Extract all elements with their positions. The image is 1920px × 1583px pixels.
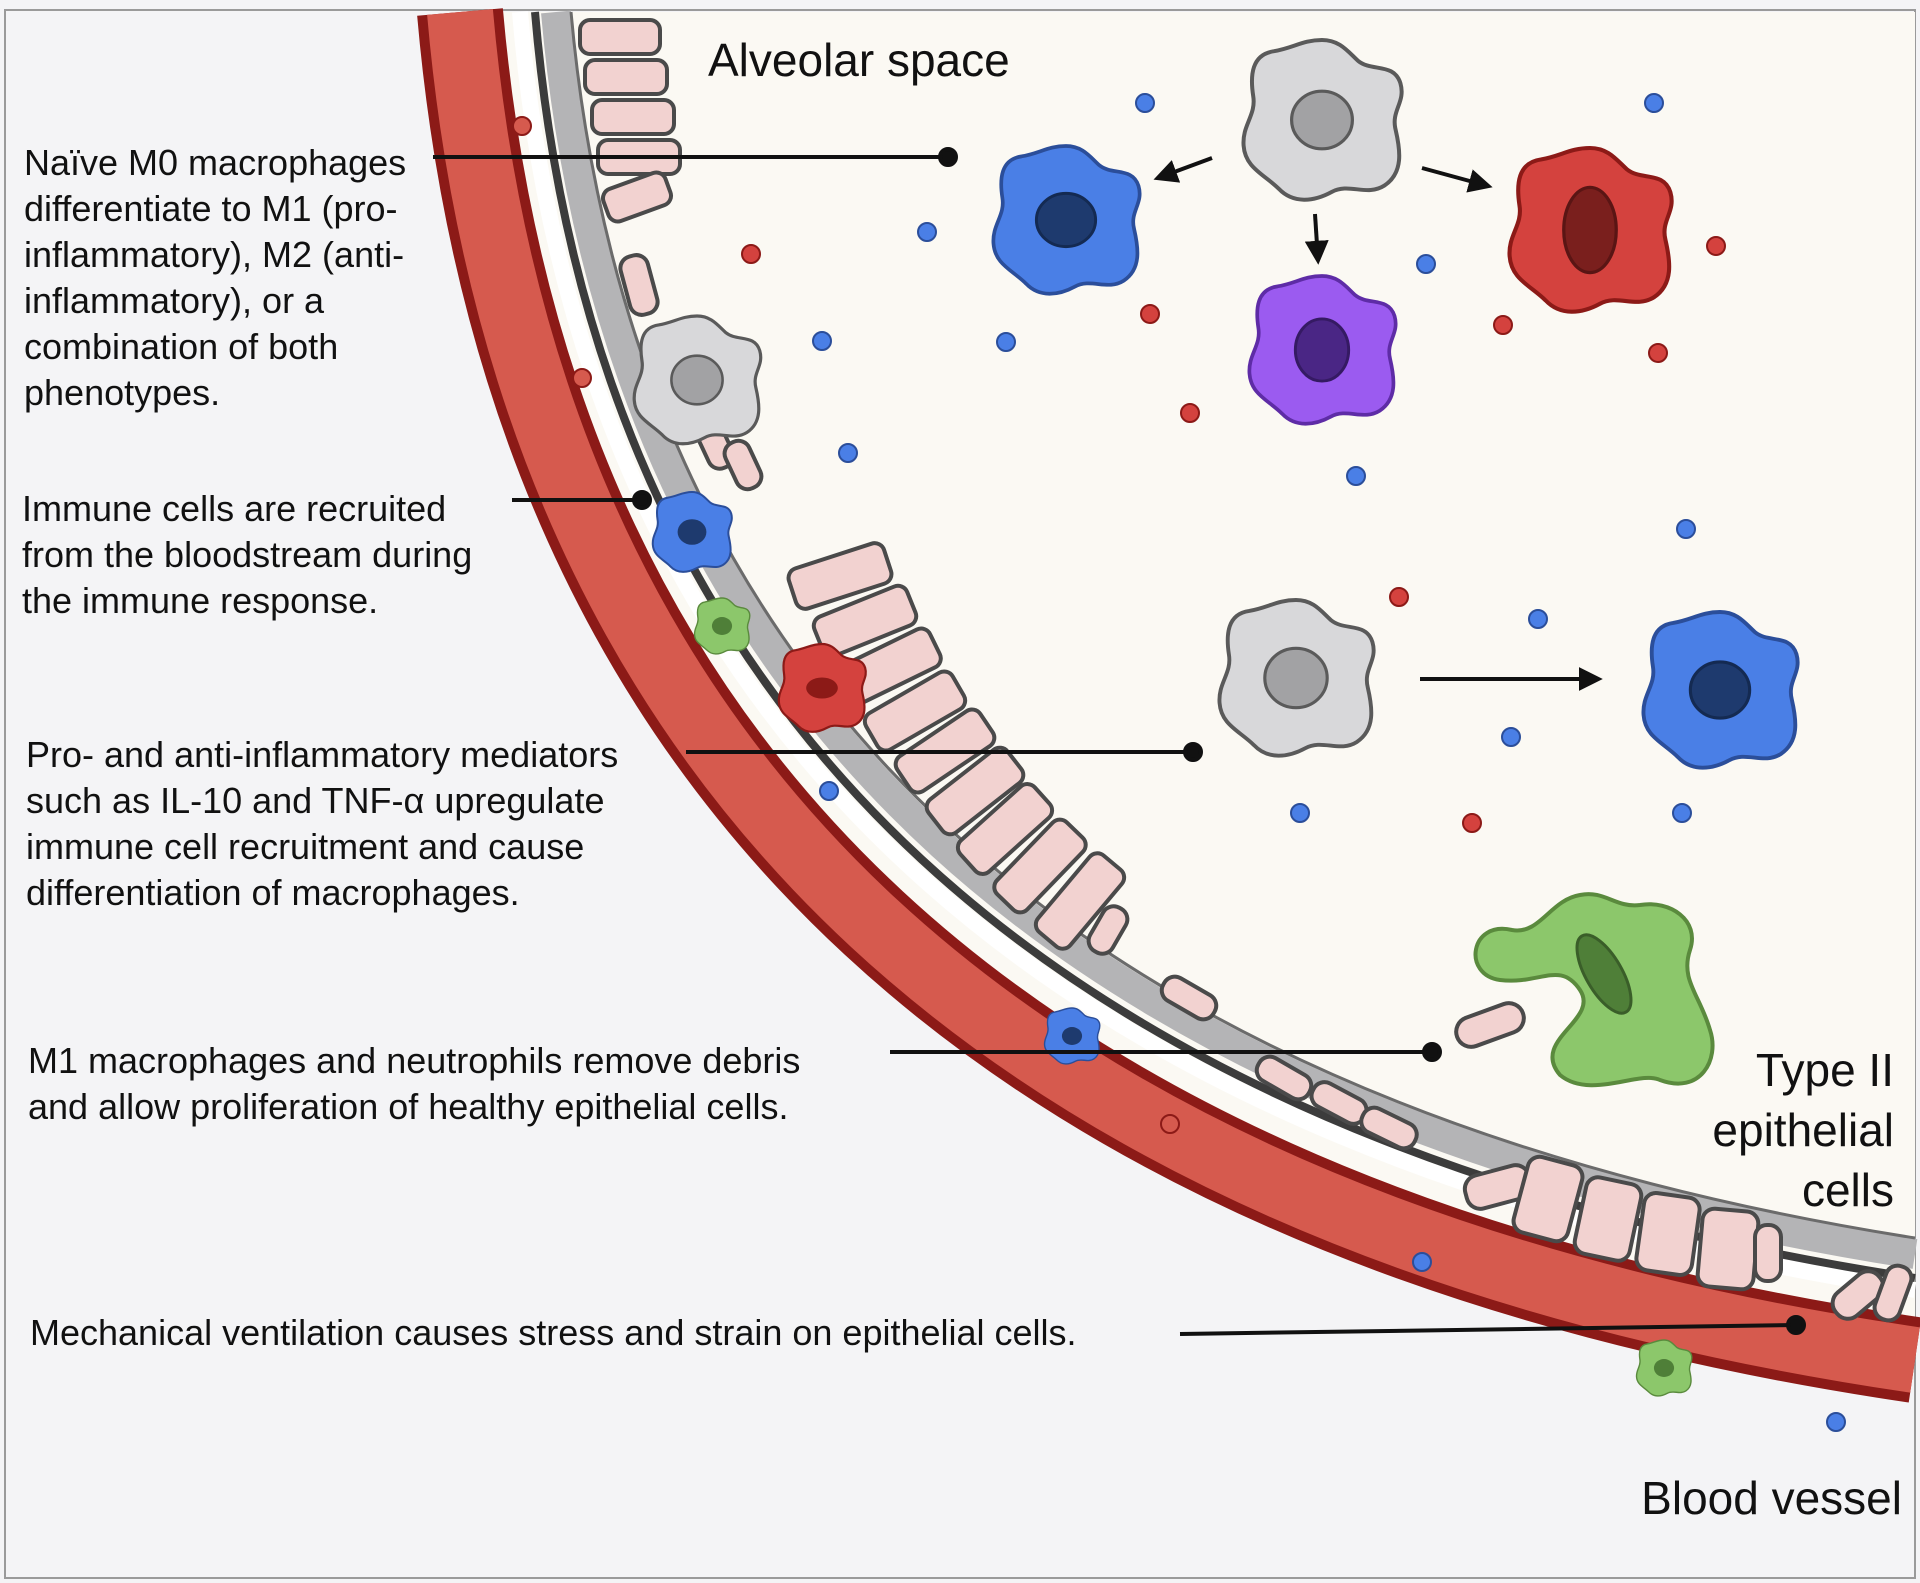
recruited-m2-macrophage (653, 492, 732, 572)
anti-inflammatory-mediators (812, 93, 1696, 823)
type2-line-1: Type II (1755, 1044, 1894, 1096)
type2-line-2: epithelial (1712, 1104, 1894, 1156)
recruited-m1-macrophage (779, 644, 866, 732)
vessel-cells (512, 116, 1846, 1432)
annotation-line: Immune cells are recruited (22, 488, 447, 529)
annotation-line: M1 macrophages and neutrophils remove de… (28, 1040, 801, 1081)
mixed-phenotype-macrophage (1249, 276, 1395, 424)
cell-debris (1454, 1001, 1526, 1049)
annotation-mechanical-ventilation: Mechanical ventilation causes stress and… (30, 1310, 1077, 1356)
differentiation-arrows (1153, 156, 1603, 691)
alveolar-space-label: Alveolar space (708, 30, 1010, 90)
annotation-line: and allow proliferation of healthy epith… (28, 1086, 789, 1127)
annotation-line: Mechanical ventilation causes stress and… (30, 1312, 1077, 1353)
alveolar-space-text: Alveolar space (708, 34, 1010, 86)
annotation-mediators: Pro- and anti-inflammatory mediators suc… (26, 732, 618, 916)
circulating-m2-macrophage (1045, 1008, 1100, 1064)
annotation-line: Naïve M0 macrophages (24, 142, 407, 183)
annotation-line: the immune response. (22, 580, 379, 621)
annotation-recruitment: Immune cells are recruited from the bloo… (22, 486, 472, 624)
circulating-neutrophil-2 (1637, 1340, 1692, 1396)
m0-macrophage-transmigrating (634, 316, 761, 444)
blood-vessel-label: Blood vessel (1641, 1468, 1902, 1528)
annotation-leader-lines (433, 147, 1806, 1336)
annotation-line: combination of both (24, 326, 339, 367)
annotation-debris-removal: M1 macrophages and neutrophils remove de… (28, 1038, 800, 1130)
annotation-line: differentiate to M1 (pro- (24, 188, 398, 229)
blood-vessel-text: Blood vessel (1641, 1472, 1902, 1524)
annotation-line: differentiation of macrophages. (26, 872, 520, 913)
m0-macrophage-top (1243, 40, 1401, 200)
type-ii-epithelial-cells-label: Type II epithelial cells (1712, 1040, 1894, 1220)
annotation-line: immune cell recruitment and cause (26, 826, 585, 867)
m2-macrophage-middle (1643, 612, 1797, 768)
circulating-neutrophil (695, 598, 750, 654)
alveolar-macrophages (993, 40, 1797, 1088)
annotation-line: from the bloodstream during (22, 534, 473, 575)
annotation-line: inflammatory), M2 (anti- (24, 234, 405, 275)
annotation-line: phenotypes. (24, 372, 221, 413)
blood-vessel-lumen (427, 9, 1920, 1393)
annotation-line: inflammatory), or a (24, 280, 325, 321)
m1-macrophage-top (1510, 148, 1672, 312)
annotation-differentiation: Naïve M0 macrophages differentiate to M1… (24, 140, 406, 416)
m2-macrophage-top (993, 146, 1139, 294)
neutrophil-engulfing-debris (1473, 892, 1715, 1088)
type2-line-3: cells (1801, 1164, 1894, 1216)
annotation-line: Pro- and anti-inflammatory mediators (26, 734, 619, 775)
m0-macrophage-middle (1219, 600, 1373, 756)
annotation-line: such as IL-10 and TNF-α upregulate (26, 780, 605, 821)
pro-inflammatory-mediators (741, 236, 1726, 833)
